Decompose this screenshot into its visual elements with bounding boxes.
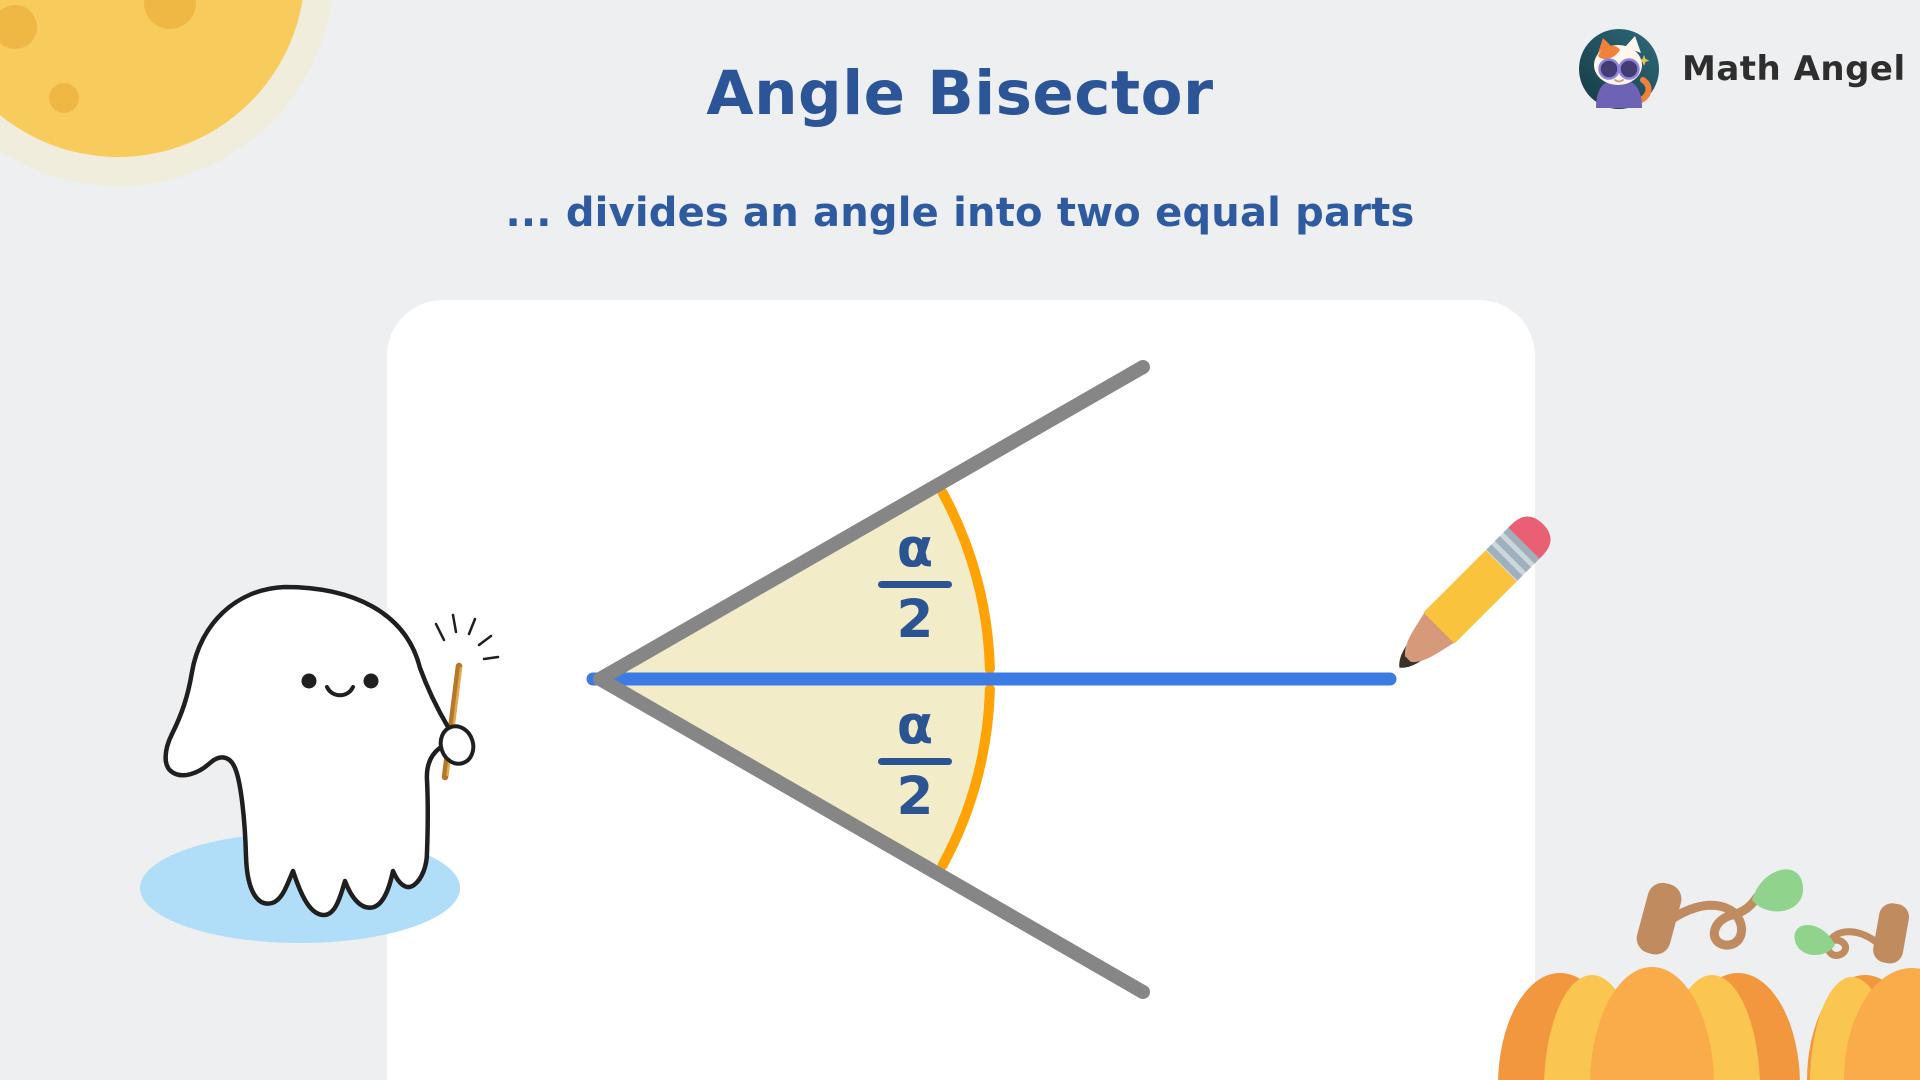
pencil-wood	[1404, 609, 1458, 663]
page-title: Angle Bisector	[706, 58, 1214, 129]
lower-angle-numerator: α	[896, 695, 934, 756]
pumpkin-leaf	[1752, 869, 1804, 912]
angle-arc-upper	[937, 487, 995, 674]
pumpkin-decoration	[1498, 869, 1920, 1080]
sparkle-lines	[434, 613, 500, 661]
pumpkin-vine	[1643, 892, 1762, 950]
pumpkin-lobe	[1590, 967, 1714, 1080]
upper-angle-numerator: α	[896, 518, 934, 579]
moon-crater	[49, 83, 79, 113]
cat-hoodie	[1596, 79, 1642, 108]
ghost-smile	[325, 685, 355, 698]
upper-angle-label: α 2	[855, 518, 975, 651]
sunglasses-lens	[1618, 58, 1640, 80]
moon-decoration	[0, 0, 332, 186]
lower-angle-label: α 2	[855, 695, 975, 828]
sunglasses-lens	[1598, 58, 1620, 80]
ghost-eye	[363, 673, 379, 689]
pencil-body	[1423, 550, 1517, 644]
upper-angle-denominator: 2	[896, 589, 934, 651]
brand: Math Angel	[1578, 28, 1906, 110]
pumpkin-leaf	[1794, 924, 1835, 956]
cat-smile	[1614, 79, 1624, 83]
page-subtitle: ... divides an angle into two equal part…	[505, 190, 1415, 236]
fraction-bar	[878, 581, 952, 589]
angle-arc-lower	[937, 684, 995, 871]
ghost-illustration	[140, 584, 500, 943]
angle-arm-upper	[593, 360, 1150, 686]
ferrule-stripe	[1486, 544, 1523, 581]
fraction-bar	[878, 758, 952, 766]
pumpkin-stem	[1873, 903, 1909, 964]
ferrule-stripe	[1503, 527, 1540, 564]
lower-angle-denominator: 2	[896, 766, 934, 828]
cat-patch	[1598, 45, 1620, 60]
brand-name: Math Angel	[1682, 49, 1906, 89]
ghost-hand	[438, 724, 476, 766]
sparkle-star	[1638, 55, 1650, 66]
moon-crater	[144, 0, 196, 29]
moon-crater	[0, 5, 37, 49]
angle-arm-lower	[593, 672, 1150, 999]
moon-body	[0, 0, 303, 157]
ghost-eye	[301, 673, 317, 689]
math-angel-logo-icon	[1579, 29, 1659, 109]
cat-ear	[1625, 36, 1641, 53]
pumpkin-lobe	[1844, 968, 1920, 1080]
pencil-eraser	[1508, 516, 1551, 559]
pumpkin-vine	[1824, 928, 1884, 959]
pencil-icon	[1399, 516, 1551, 668]
ferrule-stripe	[1494, 536, 1531, 573]
